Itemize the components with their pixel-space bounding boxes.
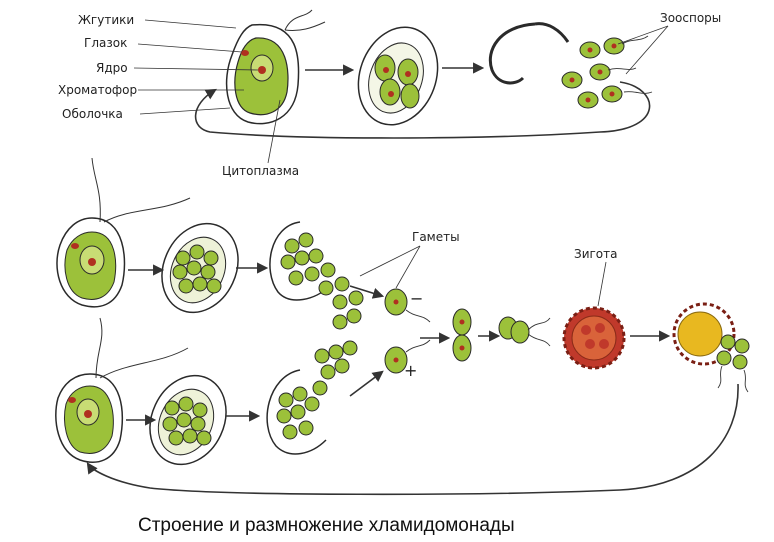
leader-zygote [597, 261, 607, 307]
arrow-gamete-minus [349, 285, 385, 299]
fusing-gametes [452, 308, 472, 362]
label-membrane: Оболочка [62, 107, 123, 121]
return-arrow-top [194, 81, 651, 139]
gamete-plus [384, 339, 431, 374]
return-arrow-bottom [86, 383, 739, 496]
mature-cell-b [55, 317, 189, 463]
releasing-cell-a [269, 221, 364, 330]
label-zoospores: Зооспоры [660, 11, 721, 25]
leader-nucleus [133, 67, 259, 71]
label-chromatophore: Хроматофор [58, 83, 137, 97]
leader-flagella [144, 19, 237, 29]
mature-cell-top [225, 9, 326, 125]
zygote [562, 306, 626, 370]
label-gametes: Гаметы [412, 230, 460, 244]
dividing-cell-b [149, 374, 227, 466]
zoospores-cluster [561, 35, 653, 109]
label-eyespot: Глазок [84, 36, 127, 50]
fused-gametes [498, 316, 551, 347]
leader-gametes-1 [359, 245, 421, 277]
leader-eyespot [137, 43, 243, 53]
leader-cytoplasm [267, 99, 281, 164]
label-zygote: Зигота [574, 247, 617, 261]
leader-zoospores-1 [617, 25, 669, 45]
mature-cell-a [56, 157, 191, 308]
empty-wall-top [488, 22, 570, 85]
label-cytoplasm: Цитоплазма [222, 164, 299, 178]
label-minus: − [410, 289, 423, 308]
dividing-cell-top [357, 26, 439, 126]
dividing-cell-a [161, 222, 239, 314]
caption: Строение и размножение хламидомонады [138, 515, 515, 536]
leader-gametes-2 [395, 245, 421, 289]
arrow-gamete-plus [349, 370, 384, 397]
releasing-cell-b [266, 340, 358, 455]
label-plus: + [404, 361, 417, 380]
leader-zoospores-2 [625, 25, 669, 75]
label-flagella: Жгутики [78, 13, 134, 27]
label-nucleus: Ядро [96, 61, 128, 75]
gamete-minus [384, 288, 431, 323]
leader-membrane [139, 107, 231, 115]
germinating-zygote [672, 302, 750, 393]
